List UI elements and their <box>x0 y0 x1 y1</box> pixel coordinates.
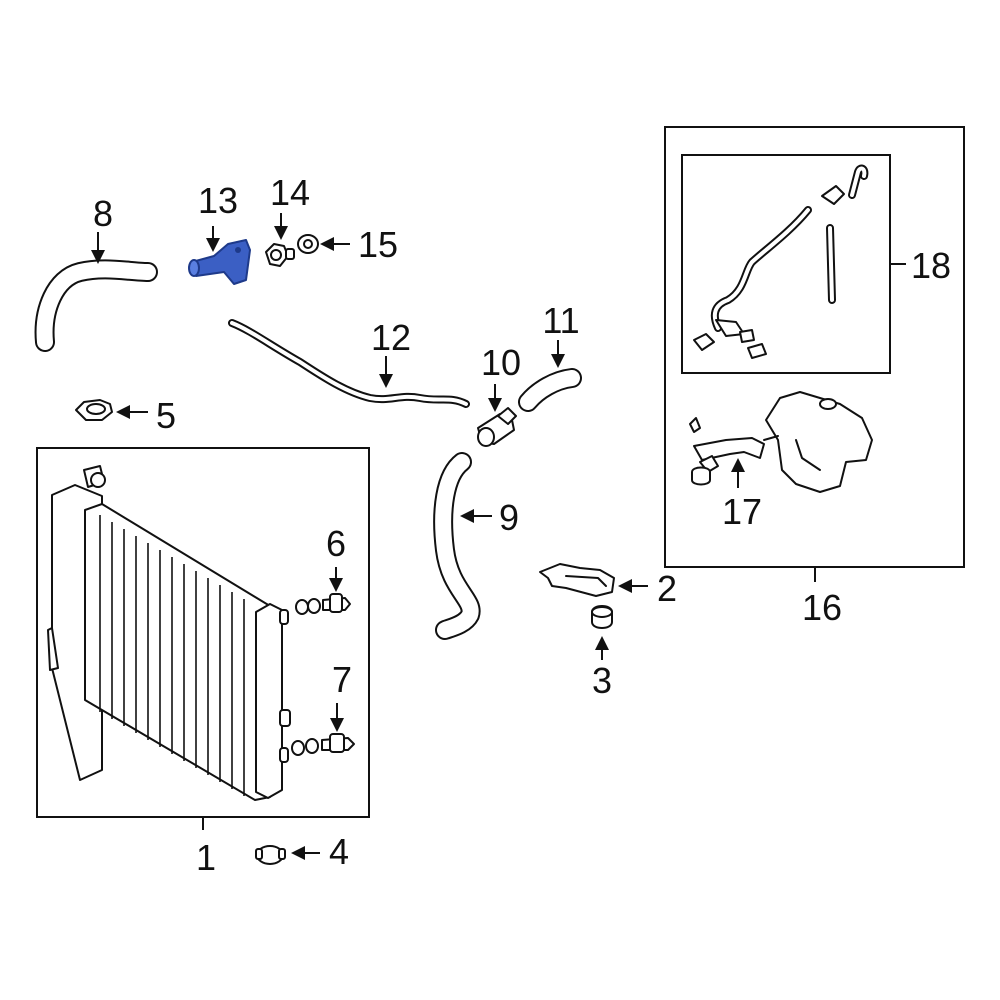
radiator-assembly[interactable] <box>47 465 291 801</box>
part-18-overflow-hose[interactable] <box>693 164 869 359</box>
callout-15: 15 <box>358 224 398 265</box>
part-5-cap[interactable] <box>75 399 113 421</box>
callout-3: 3 <box>592 660 612 701</box>
callout-16: 16 <box>802 587 842 628</box>
part-11-hose[interactable] <box>518 368 582 412</box>
part-9-lower-hose[interactable] <box>433 452 481 640</box>
callout-1: 1 <box>196 837 216 878</box>
reservoir-tank[interactable] <box>763 391 873 493</box>
callout-14: 14 <box>270 172 310 213</box>
callout-17: 17 <box>722 491 762 532</box>
callout-10: 10 <box>481 342 521 383</box>
callout-7: 7 <box>332 659 352 700</box>
callout-8: 8 <box>93 193 113 234</box>
part-10-connector[interactable] <box>477 407 517 447</box>
callout-11: 11 <box>542 300 579 341</box>
callout-12: 12 <box>371 317 411 358</box>
part-17-hose-clamp[interactable] <box>689 417 765 486</box>
callout-9: 9 <box>499 497 519 538</box>
part-12-pipe[interactable] <box>228 319 470 408</box>
part-2-bracket[interactable] <box>539 563 615 597</box>
part-3-cushion[interactable] <box>591 605 613 629</box>
callout-5: 5 <box>156 395 176 436</box>
part-13-water-outlet[interactable] <box>188 239 251 285</box>
callout-18: 18 <box>911 245 951 286</box>
callout-2: 2 <box>657 568 677 609</box>
callout-6: 6 <box>326 523 346 564</box>
part-14-bolt[interactable] <box>265 243 295 267</box>
reservoir-group-box <box>664 126 965 568</box>
part-15-gasket[interactable] <box>297 234 319 254</box>
part-6-fitting[interactable] <box>295 593 351 615</box>
radiator-fins <box>99 515 245 796</box>
part-7-fitting[interactable] <box>291 733 355 756</box>
callout-4: 4 <box>329 831 349 872</box>
part-4-cap[interactable] <box>255 845 286 865</box>
part-8-upper-hose[interactable] <box>34 259 158 352</box>
callout-13: 13 <box>198 180 238 221</box>
